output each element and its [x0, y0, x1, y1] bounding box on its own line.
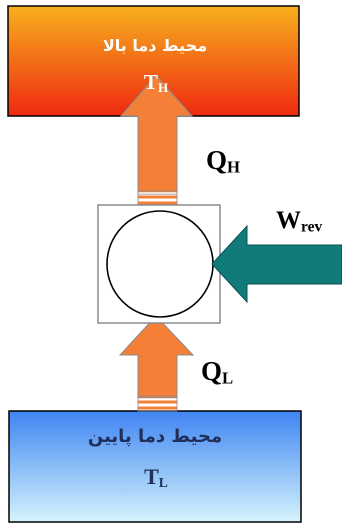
hot-temperature-subscript: H — [157, 79, 169, 95]
cold-temperature-symbol: T — [144, 464, 159, 489]
heat-in-label: QL — [201, 356, 234, 388]
hot-temperature-label: TH — [130, 70, 182, 95]
work-in-subscript: rev — [301, 218, 323, 236]
cold-temperature-label: TL — [128, 464, 184, 490]
cold-reservoir-label: محیط دما پایین — [87, 426, 223, 447]
heat-in-subscript: L — [222, 368, 234, 388]
cold-reservoir-box — [8, 410, 302, 523]
heat-out-arrow — [119, 74, 194, 206]
device-circle — [106, 210, 214, 318]
hot-reservoir-label: محیط دما بالا — [102, 36, 208, 55]
heat-out-symbol: Q — [206, 145, 228, 175]
work-in-symbol: W — [276, 207, 301, 234]
work-in-arrow — [211, 224, 342, 304]
heat-in-arrow — [118, 315, 195, 412]
heat-out-label: QH — [206, 145, 241, 177]
work-in-label: Wrev — [276, 207, 323, 236]
hot-temperature-symbol: T — [143, 70, 158, 94]
heat-in-symbol: Q — [201, 356, 223, 386]
cold-temperature-subscript: L — [158, 475, 168, 490]
heat-out-subscript: H — [227, 157, 241, 177]
